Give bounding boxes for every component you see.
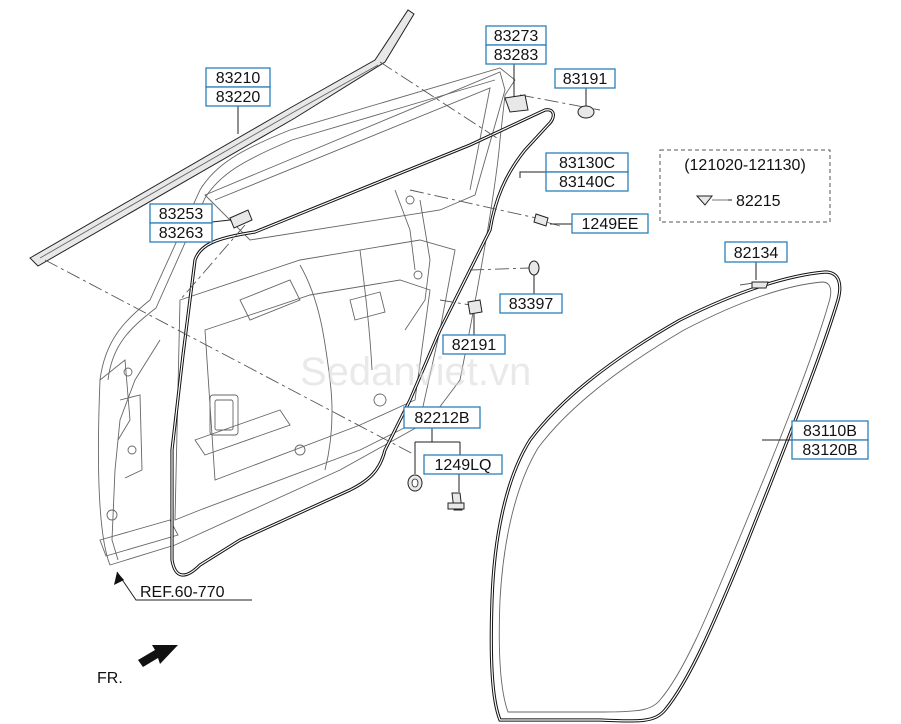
grommet-part (528, 260, 540, 276)
svg-text:83283: 83283 (494, 47, 539, 64)
label-range-note: (121020-121130) (684, 157, 806, 174)
screw-1249lq-part (447, 492, 465, 511)
svg-text:83263: 83263 (159, 225, 204, 242)
label-83397: 83397 (499, 293, 563, 314)
label-1249ee: 1249EE (571, 213, 649, 234)
door-panel-drawing (98, 67, 516, 566)
svg-text:83397: 83397 (509, 296, 554, 313)
label-ref: REF.60-770 (140, 584, 225, 601)
body-weatherstrip (489, 270, 842, 723)
label-82212b: 82212B (403, 406, 481, 429)
label-83191: 83191 (554, 68, 616, 89)
optional-parts-box (659, 149, 831, 223)
label-83220: 83220 (205, 86, 271, 107)
label-83110b: 83110B (791, 420, 869, 441)
part-labels: 83210 83220 83273 83283 83191 83130C 831… (140, 25, 869, 601)
door-plug-part (467, 299, 483, 315)
front-direction-indicator: FR. (97, 645, 178, 687)
label-83253: 83253 (149, 203, 213, 224)
svg-text:83140C: 83140C (559, 174, 615, 191)
label-82134: 82134 (724, 241, 788, 263)
label-83130c: 83130C (545, 152, 629, 173)
svg-text:83273: 83273 (494, 28, 539, 45)
label-1249lq: 1249LQ (423, 454, 503, 475)
clip-82215-part (695, 195, 728, 206)
clip-part (751, 281, 769, 289)
label-83210: 83210 (205, 67, 271, 88)
door-weatherstrip-inner (170, 108, 555, 577)
svg-text:83220: 83220 (216, 89, 261, 106)
plug-part (577, 105, 595, 119)
label-82215: 82215 (736, 193, 781, 210)
front-arrow-icon (138, 645, 178, 667)
leader-lines (114, 64, 792, 601)
svg-text:83191: 83191 (563, 71, 608, 88)
svg-text:82191: 82191 (452, 337, 497, 354)
label-82191: 82191 (442, 334, 506, 355)
svg-text:83130C: 83130C (559, 155, 615, 172)
label-83263: 83263 (149, 222, 213, 243)
label-83120b: 83120B (791, 439, 869, 460)
corner-trim-part (504, 94, 529, 113)
svg-text:83120B: 83120B (802, 442, 857, 459)
svg-text:83110B: 83110B (803, 423, 857, 440)
label-83283: 83283 (485, 44, 547, 65)
label-83140c: 83140C (545, 171, 629, 192)
bolt-1249ee-part (533, 213, 561, 227)
reference-lines (44, 61, 761, 456)
svg-text:1249LQ: 1249LQ (435, 457, 492, 474)
svg-text:83253: 83253 (159, 206, 204, 223)
watermark-text: Sedanviet.vn (300, 350, 531, 394)
front-direction-label: FR. (97, 670, 123, 687)
belt-moulding-strip (29, 9, 415, 267)
svg-text:83210: 83210 (216, 70, 261, 87)
svg-text:82134: 82134 (734, 245, 779, 262)
small-parts (229, 94, 769, 511)
delta-trim-part (229, 209, 253, 229)
label-83273: 83273 (485, 25, 547, 46)
svg-text:82212B: 82212B (414, 410, 469, 427)
svg-text:1249EE: 1249EE (582, 216, 639, 233)
